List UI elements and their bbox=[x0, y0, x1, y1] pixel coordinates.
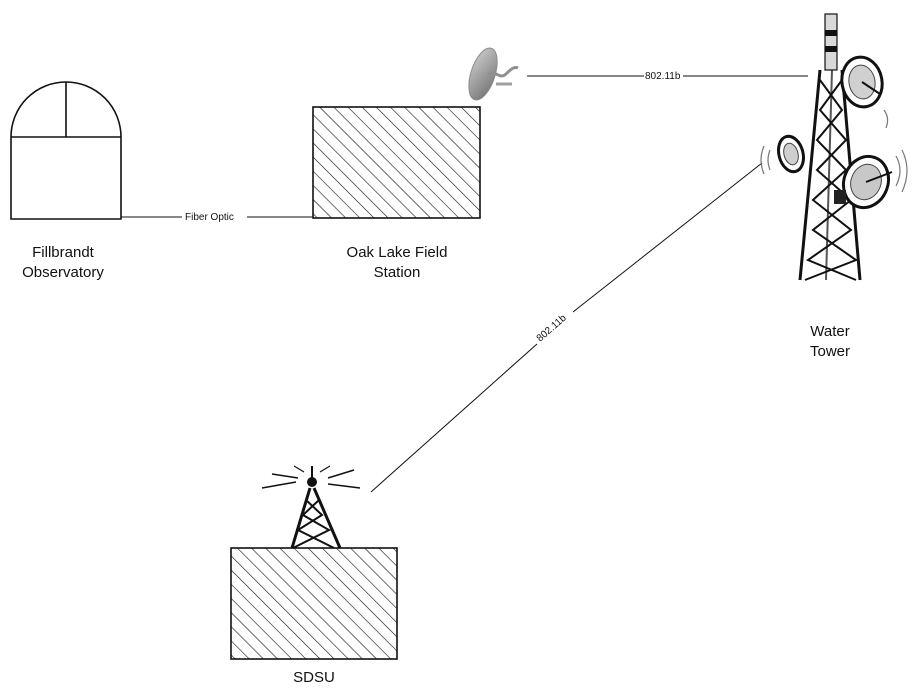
field-station-label-line1: Oak Lake Field bbox=[323, 243, 471, 263]
fiber-optic-label: Fiber Optic bbox=[185, 212, 234, 223]
water-tower-antenna-icon bbox=[761, 14, 907, 280]
observatory-dome-icon bbox=[11, 82, 121, 219]
field-station-building bbox=[313, 107, 480, 218]
fiber-optic-link: Fiber Optic bbox=[121, 212, 313, 223]
field-station-label: Oak Lake Field Station bbox=[323, 243, 471, 283]
observatory-label: Fillbrandt Observatory bbox=[4, 243, 122, 283]
field-station-label-line2: Station bbox=[323, 263, 471, 283]
water-tower-label-line1: Water bbox=[790, 322, 870, 342]
wifi-top-label: 802.11b bbox=[645, 71, 681, 82]
radio-tower-icon bbox=[262, 466, 360, 548]
observatory-label-line2: Observatory bbox=[4, 263, 122, 283]
wifi-diag-label: 802.11b bbox=[535, 312, 569, 344]
satellite-dish-icon bbox=[463, 45, 518, 104]
sdsu-label-line1: SDSU bbox=[260, 668, 368, 688]
sdsu-building bbox=[231, 548, 397, 659]
wifi-link-top: 802.11b bbox=[527, 71, 808, 82]
water-tower-label: Water Tower bbox=[790, 322, 870, 362]
observatory-label-line1: Fillbrandt bbox=[4, 243, 122, 263]
water-tower-label-line2: Tower bbox=[790, 342, 870, 362]
sdsu-label: SDSU bbox=[260, 668, 368, 688]
